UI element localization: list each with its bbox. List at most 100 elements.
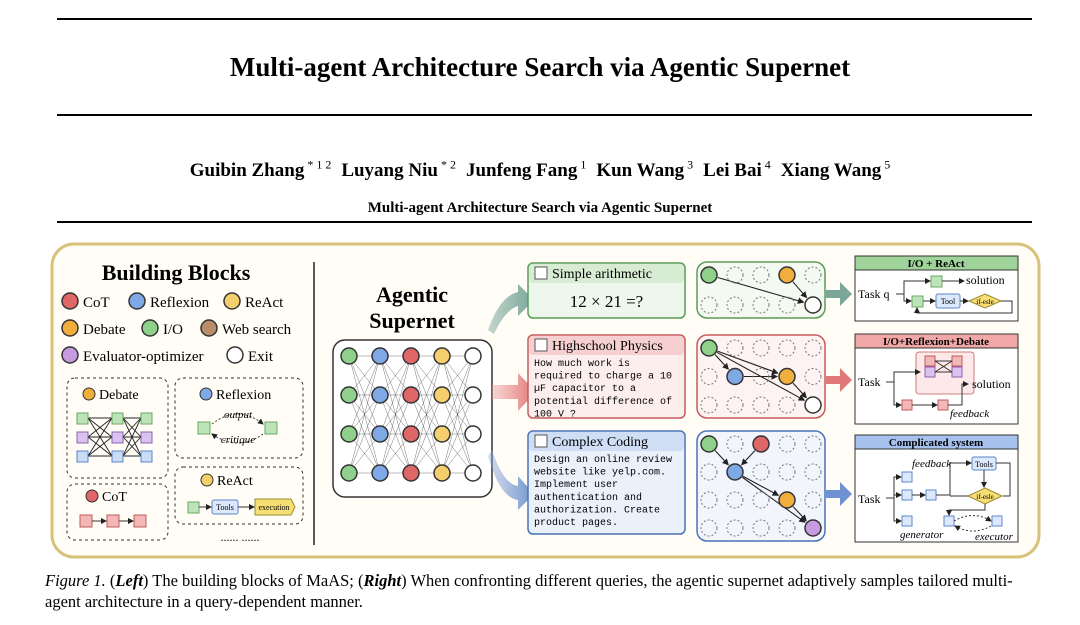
sample-inactive-node xyxy=(726,339,744,357)
output2-debate-block xyxy=(924,355,963,378)
supernet-title-line2: Supernet xyxy=(369,308,455,333)
debate-node xyxy=(140,412,153,425)
output-header-io-reflexion-debate xyxy=(854,333,1019,349)
output3-generator-label: generator xyxy=(900,529,944,541)
author-2: Junfeng Fang 1 xyxy=(465,158,586,182)
author-affiliation-marks: 5 xyxy=(881,158,891,172)
legend-react-icon xyxy=(223,292,241,310)
sample-inactive-node xyxy=(726,491,744,509)
more-blocks-ellipsis: ...... ...... xyxy=(221,530,260,544)
supernet-node xyxy=(340,386,358,404)
supernet-title-line1: Agentic xyxy=(376,282,448,307)
supernet-node xyxy=(402,386,420,404)
output2-task-label: Task xyxy=(858,375,881,389)
query-card xyxy=(527,430,686,535)
legend-label: Web search xyxy=(222,322,292,338)
reflexion-output-arc xyxy=(211,413,264,425)
supernet-node xyxy=(433,425,451,443)
author-affiliation-marks: * 1 2 xyxy=(304,158,332,172)
supernet-panel xyxy=(332,339,493,498)
sample-active-node xyxy=(752,435,770,453)
sample-inactive-node xyxy=(700,296,718,314)
sample-inactive-node xyxy=(778,296,796,314)
supernet-node xyxy=(340,347,358,365)
sample-inactive-node xyxy=(778,463,796,481)
query-body-line: authorization. Create xyxy=(534,504,660,516)
query-card xyxy=(527,334,686,419)
cot-panel-icon xyxy=(85,489,99,503)
author-4: Lei Bai 4 xyxy=(703,158,771,181)
supernet-node xyxy=(464,386,482,404)
sample-inactive-node xyxy=(726,266,744,284)
react-panel-icon xyxy=(200,473,214,487)
reflexion-panel-title: Reflexion xyxy=(216,388,271,403)
supernet-node xyxy=(340,464,358,482)
sample-inactive-node xyxy=(778,519,796,537)
legend-label: I/O xyxy=(163,322,183,338)
author-1: Luyang Niu * 2 xyxy=(341,158,456,182)
sample-inactive-node xyxy=(752,519,770,537)
sampled-architectures xyxy=(696,261,826,542)
author-name: Junfeng Fang xyxy=(465,160,578,182)
caption-left: Left xyxy=(115,571,143,590)
output1-solution-label: solution xyxy=(966,273,1005,287)
author-0: Guibin Zhang * 1 2 xyxy=(190,158,332,181)
cot-panel xyxy=(66,483,169,541)
sample-active-node xyxy=(804,396,822,414)
debate-node xyxy=(76,450,89,463)
supernet-node xyxy=(402,347,420,365)
legend-exit-icon xyxy=(226,346,244,364)
author-affiliation-marks: 3 xyxy=(684,158,694,172)
legend-web-search-icon xyxy=(200,319,218,337)
sample-inactive-node xyxy=(700,368,718,385)
query-body-line: 100 V ? xyxy=(534,409,576,420)
legend-i-o-icon xyxy=(141,319,159,337)
query-arrow-coding xyxy=(488,450,534,510)
query-title: Highschool Physics xyxy=(552,339,663,354)
output3-task-label: Task xyxy=(858,492,881,506)
debate-node xyxy=(111,412,124,425)
caption-label: Figure 1. xyxy=(45,571,106,590)
output-panel-complicated xyxy=(854,434,1019,543)
query-title: Complex Coding xyxy=(552,435,648,450)
sample-active-node xyxy=(778,266,796,284)
output3-tools-label: Tools xyxy=(975,460,993,469)
reflexion-node-left xyxy=(197,421,211,435)
query-body-line: 12 × 21 =? xyxy=(570,292,643,311)
calculator-icon xyxy=(534,266,548,280)
debate-node xyxy=(111,431,124,444)
sample-inactive-node xyxy=(752,396,770,414)
query-body-line: Implement user xyxy=(534,479,618,491)
sample-active-node xyxy=(726,463,744,481)
query-body-line: How much work is xyxy=(534,358,630,370)
sample-inactive-node xyxy=(778,339,796,357)
debate-node xyxy=(76,412,89,425)
debate-panel-icon xyxy=(82,387,96,401)
supernet-node xyxy=(464,425,482,443)
author-name: Xiang Wang xyxy=(780,160,882,182)
code-icon xyxy=(534,434,548,448)
output-title-io-reflexion-debate: I/O+Reflexion+Debate xyxy=(883,336,989,348)
output1-tool-label: Tool xyxy=(941,297,956,306)
output-header-complicated xyxy=(854,434,1019,450)
sample-inactive-node xyxy=(752,463,770,481)
caption-right: Right xyxy=(363,571,402,590)
query-arrow-arithmetic xyxy=(488,284,534,334)
cot-panel-title: CoT xyxy=(102,490,127,505)
output-arrow-2 xyxy=(826,368,852,392)
sample-inactive-node xyxy=(726,435,744,453)
supernet-node xyxy=(433,386,451,404)
author-5: Xiang Wang 5 xyxy=(780,158,891,182)
debate-panel xyxy=(66,377,169,479)
supernet-node xyxy=(371,425,389,443)
author-name: Luyang Niu xyxy=(341,160,438,182)
reflexion-critique-arc xyxy=(211,433,264,444)
output3-nodes xyxy=(901,471,1003,527)
sample-inactive-node xyxy=(752,368,770,385)
title-bottom-rule xyxy=(57,114,1032,116)
sample-inactive-node xyxy=(700,396,718,414)
output2-solution-label: solution xyxy=(972,377,1011,391)
supernet-node xyxy=(464,464,482,482)
output-title-complicated: Complicated system xyxy=(889,437,983,449)
sample-inactive-node xyxy=(726,296,744,314)
